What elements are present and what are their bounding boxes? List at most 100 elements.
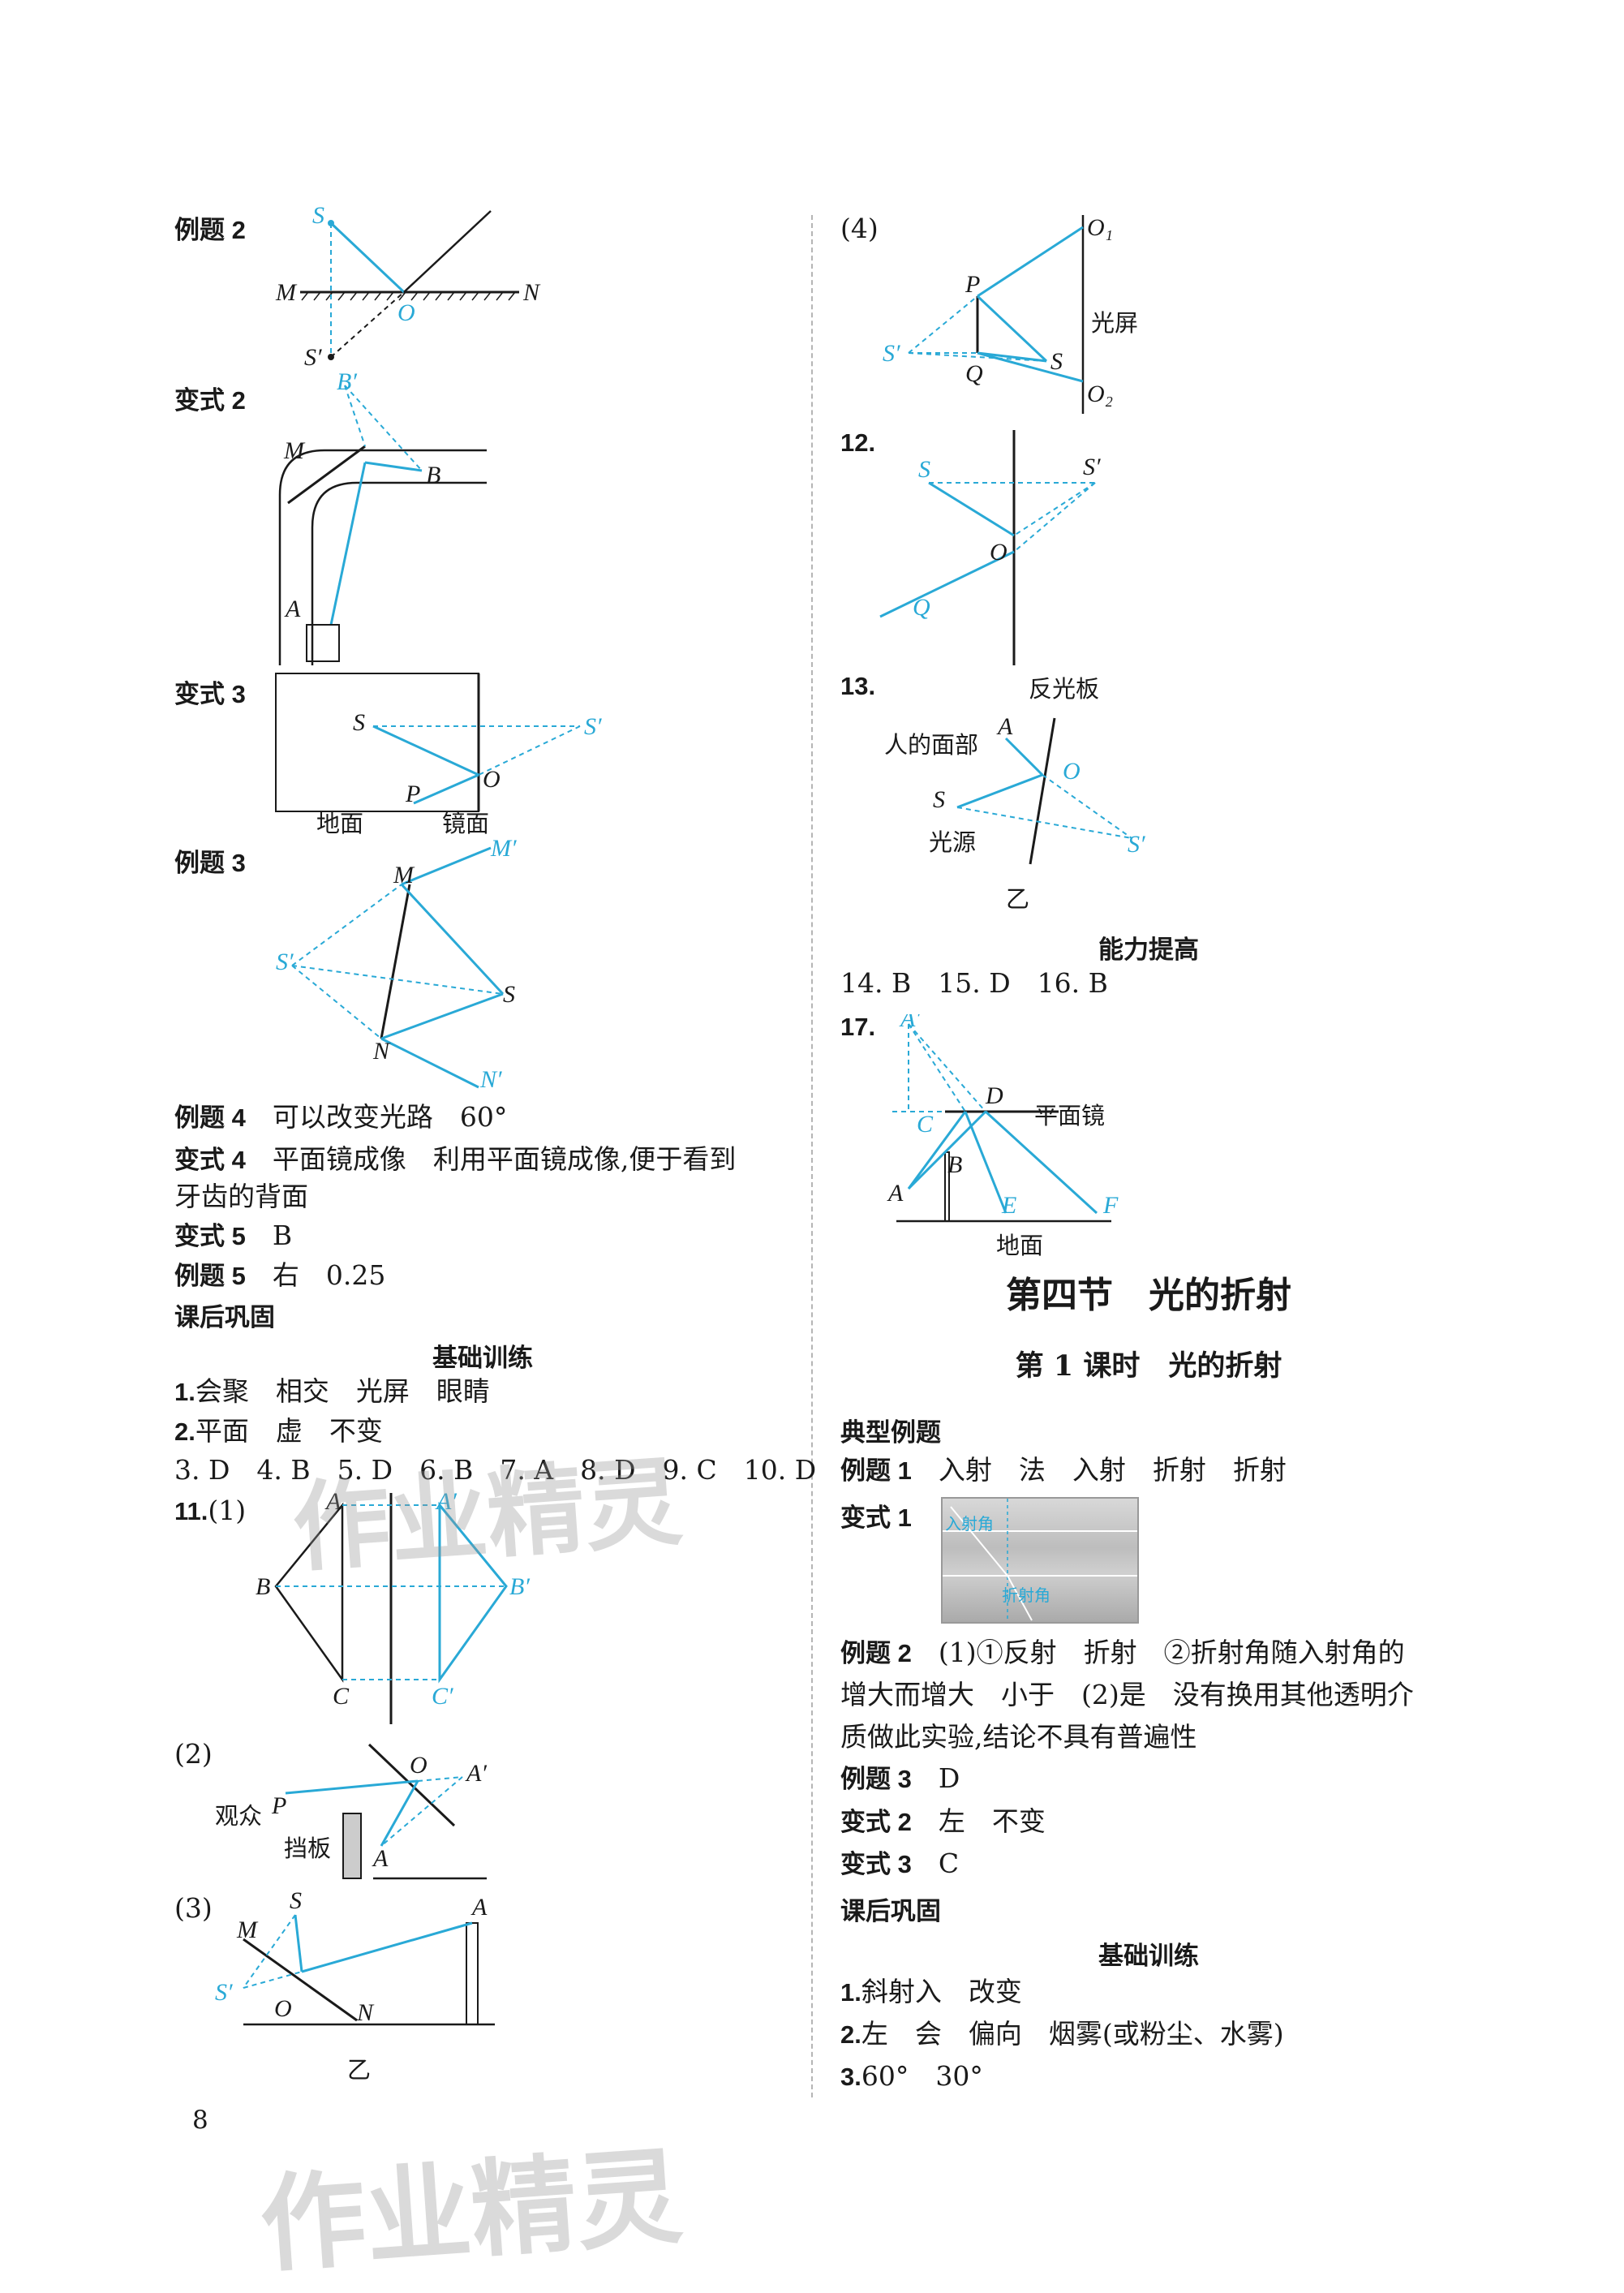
svg-text:B: B <box>256 1573 270 1600</box>
svg-text:Q: Q <box>913 594 930 621</box>
svg-text:M: M <box>393 862 415 888</box>
svg-text:C: C <box>333 1683 350 1710</box>
svg-text:O: O <box>990 539 1007 566</box>
q11-part3: (3) <box>174 1892 213 1924</box>
svg-text:S′: S′ <box>304 344 322 371</box>
svg-text:S: S <box>1050 348 1063 375</box>
var5-line: 变式 5 B <box>174 1220 293 1251</box>
diagram-var2: B′ M B A <box>278 373 487 665</box>
face-label: 人的面部 <box>884 731 979 759</box>
yi-left: 乙 <box>347 2056 372 2084</box>
after-class-heading-right: 课后巩固 <box>840 1897 941 1925</box>
svg-text:P: P <box>405 781 420 807</box>
ex1-line: 例题 1 入射 法 入射 折射 折射 <box>840 1454 1287 1486</box>
plane-mirror-label: 平面镜 <box>1034 1102 1106 1129</box>
svg-text:S: S <box>290 1891 302 1914</box>
svg-text:Q: Q <box>965 360 983 387</box>
q2-line: 2.平面 虚 不变 <box>174 1415 383 1447</box>
svg-text:地面: 地面 <box>316 810 363 836</box>
diagram-q11-3: S M A S′ O N <box>215 1891 495 2026</box>
watermark-bottom: 作业精灵 <box>256 2134 686 2287</box>
reflector-label: 反光板 <box>1029 675 1100 703</box>
svg-text:D: D <box>985 1082 1003 1109</box>
svg-text:C: C <box>917 1111 934 1138</box>
after-class-heading: 课后巩固 <box>174 1303 275 1331</box>
var2-label: 变式 2 <box>174 386 246 415</box>
q17-label: 17. <box>840 1013 876 1041</box>
svg-text:C′: C′ <box>432 1683 453 1710</box>
ex2-label: 例题 2 <box>174 216 246 244</box>
basic-training-heading: 基础训练 <box>432 1344 533 1372</box>
svg-text:S′: S′ <box>1128 831 1145 858</box>
ex2-line3: 质做此实验,结论不具有普遍性 <box>840 1721 1197 1753</box>
svg-text:S: S <box>353 709 365 736</box>
watermark-middle: 作业精灵 <box>289 1444 686 1586</box>
column-divider <box>811 215 813 2097</box>
var4-line: 变式 4 平面镜成像 利用平面镜成像,便于看到 <box>174 1143 737 1175</box>
svg-text:M: M <box>283 437 306 464</box>
var4-cont: 牙齿的背面 <box>174 1181 308 1212</box>
svg-text:M: M <box>275 279 298 306</box>
q13-label: 13. <box>840 672 876 700</box>
svg-text:O: O <box>274 1995 292 2022</box>
svg-text:S′: S′ <box>276 949 294 975</box>
svg-text:A′: A′ <box>465 1760 487 1787</box>
var1-label: 变式 1 <box>840 1504 912 1532</box>
svg-text:A: A <box>887 1180 904 1207</box>
q1-line: 1.会聚 相交 光屏 眼睛 <box>174 1375 490 1407</box>
svg-text:S: S <box>933 786 945 813</box>
svg-text:B′: B′ <box>337 373 357 395</box>
svg-text:B′: B′ <box>509 1573 530 1600</box>
q12-label: 12. <box>840 428 876 457</box>
svg-text:S: S <box>918 456 930 483</box>
svg-text:B: B <box>947 1151 962 1178</box>
q11-part4: (4) <box>840 213 879 244</box>
svg-text:A: A <box>284 596 301 622</box>
diagram-q11-1: ABC A′B′C′ <box>256 1488 530 1724</box>
svg-text:E: E <box>1001 1192 1016 1219</box>
r-q3-line: 3.60° 30° <box>840 2060 983 2092</box>
svg-text:S: S <box>312 203 324 229</box>
svg-text:S′: S′ <box>584 713 602 740</box>
svg-text:A: A <box>372 1845 389 1872</box>
diagram-var3: S S′ P O 地面 镜面 <box>275 673 602 836</box>
svg-text:A: A <box>470 1894 488 1921</box>
diagram-ex2: S S′ M N O <box>275 203 541 371</box>
svg-text:S′: S′ <box>215 1979 233 2006</box>
svg-text:S: S <box>503 981 515 1008</box>
diagram-q12: S S′ O Q <box>879 430 1101 665</box>
q14-16-line: 14. B 15. D 16. B <box>840 967 1108 999</box>
svg-text:O: O <box>397 299 415 326</box>
svg-text:N: N <box>356 1999 375 2026</box>
svg-text:S′: S′ <box>883 340 900 367</box>
var2-line: 变式 2 左 不变 <box>840 1805 1046 1837</box>
ability-heading: 能力提高 <box>1098 936 1199 964</box>
ground-label: 地面 <box>996 1232 1044 1259</box>
audience-label: 观众 <box>215 1802 263 1830</box>
svg-text:O₂: O₂ <box>1087 381 1113 407</box>
refraction-photo <box>941 1497 1139 1624</box>
svg-text:O: O <box>410 1752 427 1779</box>
r-q2-line: 2.左 会 偏向 烟雾(或粉尘、水雾) <box>840 2018 1284 2050</box>
typical-heading: 典型例题 <box>840 1418 941 1447</box>
svg-text:B: B <box>426 462 440 488</box>
ex2-line2: 增大而增大 小于 (2)是 没有换用其他透明介 <box>840 1679 1414 1710</box>
svg-text:O₁: O₁ <box>1087 214 1113 241</box>
basic-training-heading-right: 基础训练 <box>1098 1942 1199 1970</box>
svg-text:P: P <box>271 1792 286 1819</box>
page-number: 8 <box>192 2106 208 2135</box>
svg-text:O: O <box>483 766 501 793</box>
ex2-line1: 例题 2 (1)①反射 折射 ②折射角随入射角的 <box>840 1637 1405 1668</box>
diagram-q11-2: O A′ A P <box>271 1743 487 1880</box>
svg-text:N: N <box>522 279 541 306</box>
svg-text:镜面: 镜面 <box>442 810 489 836</box>
yi-right: 乙 <box>1006 885 1030 913</box>
q11-line: 11.(1) <box>174 1495 247 1526</box>
svg-text:M: M <box>236 1917 259 1943</box>
svg-text:S′: S′ <box>1083 454 1101 480</box>
ex3-line: 例题 3 D <box>840 1762 960 1794</box>
svg-text:A: A <box>996 713 1013 740</box>
photo-overlay <box>943 1499 1137 1622</box>
